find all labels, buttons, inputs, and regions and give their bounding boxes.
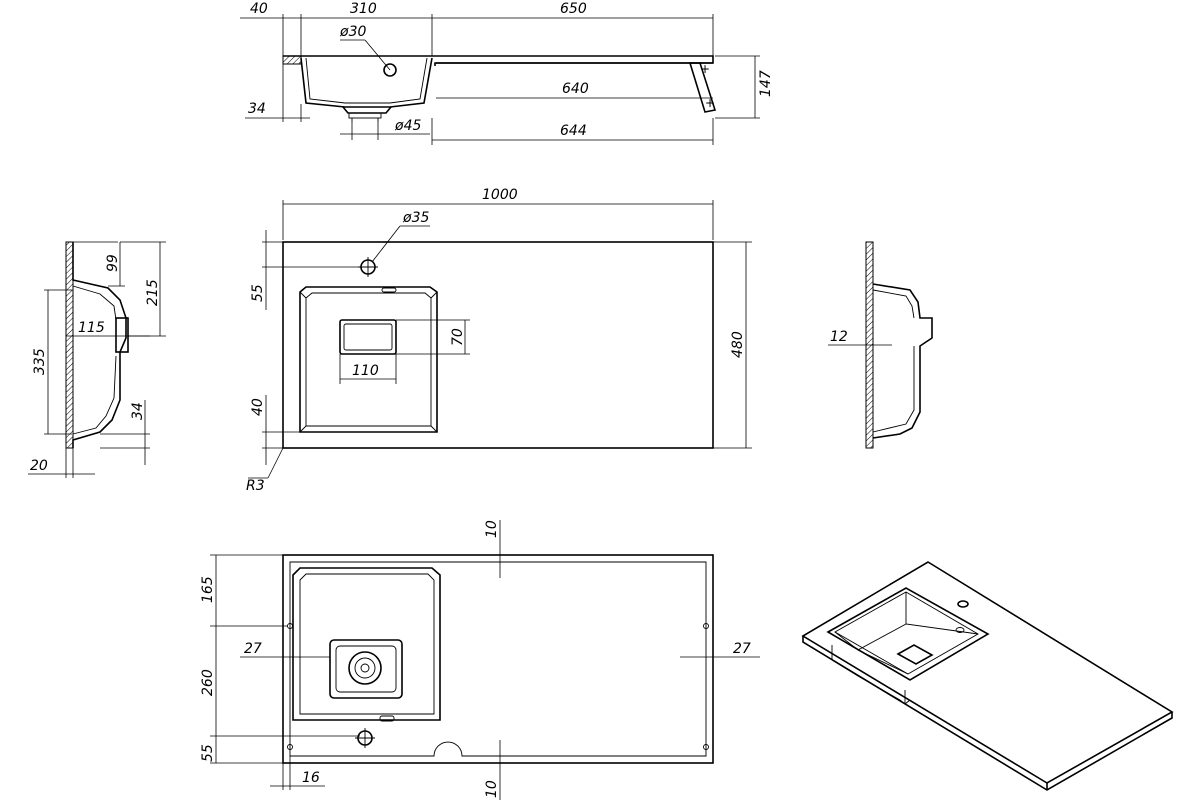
dim-335: 335 (32, 348, 48, 375)
dim-640: 640 (562, 81, 589, 97)
dim-644: 644 (560, 123, 587, 139)
left-section-view: 99 215 335 115 34 20 (28, 241, 166, 478)
dim-55-bottom: 55 (200, 744, 216, 762)
slab-edge-hatch (282, 55, 302, 65)
dim-27-left: 27 (244, 641, 262, 657)
dim-147: 147 (758, 70, 774, 97)
countertop-outline (282, 241, 714, 449)
dim-12: 12 (830, 329, 848, 345)
dim-310: 310 (350, 1, 377, 17)
bottom-view: 10 165 260 55 27 27 16 10 (200, 520, 760, 800)
dim-115: 115 (78, 320, 105, 336)
dim-99: 99 (105, 254, 121, 272)
dim-1000: 1000 (482, 187, 518, 203)
dim-40-plan: 40 (250, 398, 266, 416)
dim-650: 650 (560, 1, 587, 17)
dim-16: 16 (302, 770, 320, 786)
dim-34-left: 34 (130, 402, 146, 420)
dim-10-top: 10 (484, 520, 500, 538)
dim-dia-35: ø35 (402, 210, 429, 226)
svg-text:+: + (705, 96, 715, 110)
svg-text:+: + (700, 62, 710, 76)
dim-10-bottom: 10 (484, 780, 500, 798)
dim-r3: R3 (246, 478, 265, 494)
dim-55-plan: 55 (250, 284, 266, 302)
dim-215: 215 (145, 279, 161, 306)
top-section-view: + + 40 310 650 ø30 640 147 34 ø45 (240, 1, 774, 145)
dim-110: 110 (352, 363, 379, 379)
dim-20: 20 (30, 458, 48, 474)
dim-dia-30: ø30 (339, 24, 366, 40)
dim-480: 480 (730, 331, 746, 358)
dim-260: 260 (200, 669, 216, 696)
support-bracket (688, 62, 717, 113)
dim-dia-45: ø45 (394, 118, 421, 134)
dim-70: 70 (450, 328, 466, 346)
plan-view: 1000 ø35 55 70 110 480 40 R3 (246, 187, 752, 494)
tap-hole-circle (383, 63, 397, 77)
dim-165: 165 (200, 576, 216, 603)
isometric-view (801, 561, 1174, 791)
dim-40: 40 (250, 1, 268, 17)
dim-34-top: 34 (248, 101, 266, 117)
drain-outline (339, 319, 397, 355)
bottom-outline (282, 554, 714, 764)
right-section-view: 12 (828, 241, 933, 449)
dim-27-right: 27 (733, 641, 751, 657)
